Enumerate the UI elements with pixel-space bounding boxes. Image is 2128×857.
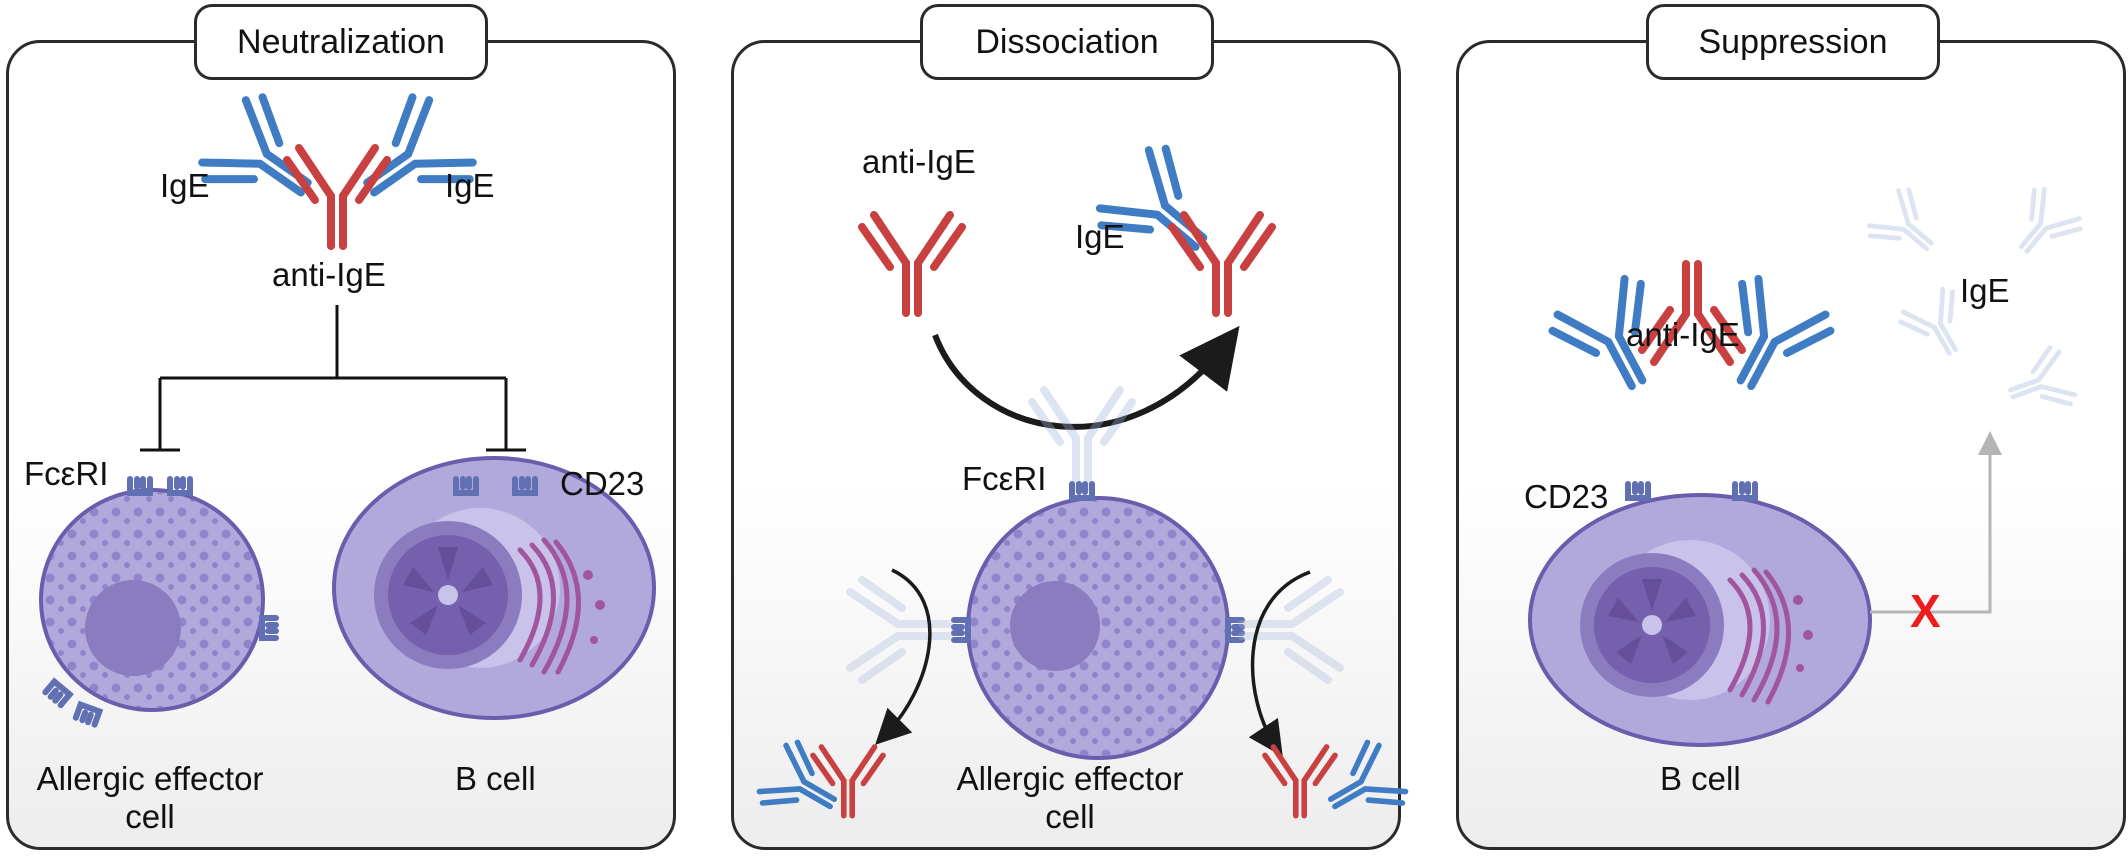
label-ige: IgE: [1960, 272, 2010, 309]
label-allergic-effector-cell: Allergic effector cell: [956, 760, 1184, 835]
allergic-effector-cell-2: [954, 484, 1242, 760]
label-cd23: CD23: [560, 465, 645, 502]
dissociation-arrow-main: [932, 325, 1240, 430]
label-b-cell: B cell: [1660, 760, 1741, 797]
anti-ige-antibody: [287, 148, 387, 246]
dissociation-arrow-left: [875, 568, 932, 745]
complex-bottom-left: [755, 738, 883, 833]
bound-ige-faded: [1032, 390, 1132, 488]
panel-title-suppression: Suppression: [1646, 4, 1940, 80]
label-ige-right: IgE: [445, 167, 495, 204]
allergic-effector-cell-1: [39, 479, 276, 725]
b-cell-1: [332, 456, 656, 720]
label-fceri: FcεRI: [24, 455, 109, 492]
panel-neutralization: [6, 40, 676, 850]
label-ige-left: IgE: [160, 167, 210, 204]
ige-antibody-left: [195, 90, 333, 228]
label-ige: IgE: [1075, 218, 1125, 255]
dissociation-arrow-right: [1248, 570, 1311, 757]
panel-title-neutralization: Neutralization: [194, 4, 488, 80]
label-cd23: CD23: [1524, 478, 1609, 515]
label-anti-ige: anti-IgE: [1626, 316, 1740, 353]
panel-title-dissociation: Dissociation: [920, 4, 1214, 80]
label-allergic-effector-cell: Allergic effector cell: [36, 760, 264, 835]
blocked-signal-arrow: [1870, 431, 2002, 614]
label-b-cell: B cell: [455, 760, 536, 797]
released-ige-faded-left: [850, 580, 948, 680]
block-x-mark: X: [1910, 585, 1941, 637]
panel-suppression: [1456, 40, 2126, 850]
b-cell-2: [1528, 484, 1872, 747]
complex-bottom-right: [1265, 738, 1410, 833]
label-fceri: FcεRI: [962, 460, 1047, 497]
anti-ige-free: [862, 215, 962, 313]
label-anti-ige: anti-IgE: [272, 256, 386, 293]
inhibition-connector: [140, 305, 526, 452]
label-anti-ige: anti-IgE: [862, 143, 976, 180]
